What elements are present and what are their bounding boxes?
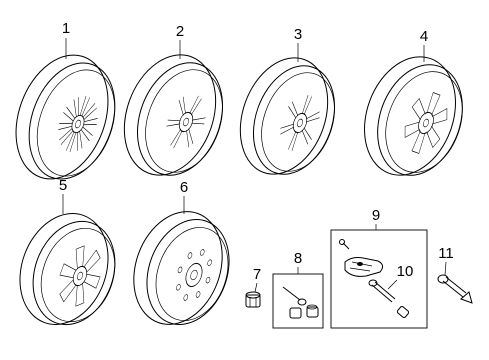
callout-8: 8: [294, 250, 302, 267]
callout-2: 2: [176, 23, 184, 40]
sensor-screw: [339, 239, 350, 250]
callout-numbers: 1 2 3 4 5 6 7 8 9 10 11: [59, 20, 454, 283]
lock-kit-box: [272, 273, 324, 329]
callout-1: 1: [62, 20, 70, 37]
wheel-3: [239, 57, 336, 175]
wheel-2: [123, 54, 224, 176]
valve-stem-10: [368, 279, 410, 318]
wheel-1: [15, 54, 116, 180]
valve-stem-11: [437, 274, 473, 304]
callout-4: 4: [420, 28, 428, 45]
leader-lines: [62, 38, 447, 293]
tpms-sensor: [344, 257, 384, 277]
callout-6: 6: [180, 179, 188, 196]
callout-3: 3: [294, 26, 302, 43]
wheel-4: [364, 56, 463, 176]
tpms-sensor-box: [330, 229, 428, 329]
wheel-6-steel: [133, 211, 230, 325]
lug-nut: [245, 291, 261, 308]
wheel-5: [19, 213, 116, 326]
locking-nut: [289, 304, 319, 319]
callout-5: 5: [59, 177, 67, 194]
callout-9: 9: [372, 207, 380, 224]
callout-10: 10: [397, 263, 414, 280]
lock-key-wrench: [282, 286, 307, 306]
callout-11: 11: [438, 245, 454, 262]
callout-7: 7: [253, 266, 261, 283]
